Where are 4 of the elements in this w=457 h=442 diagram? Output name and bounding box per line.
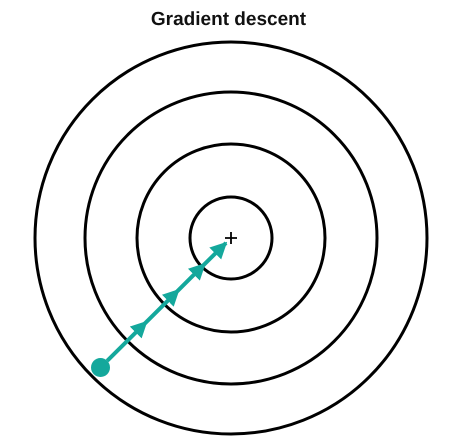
minimum-cross-mark (224, 231, 238, 245)
chart-title: Gradient descent (150, 9, 308, 31)
descent-path-arrow (106, 241, 228, 362)
start-point-dot (91, 358, 110, 377)
